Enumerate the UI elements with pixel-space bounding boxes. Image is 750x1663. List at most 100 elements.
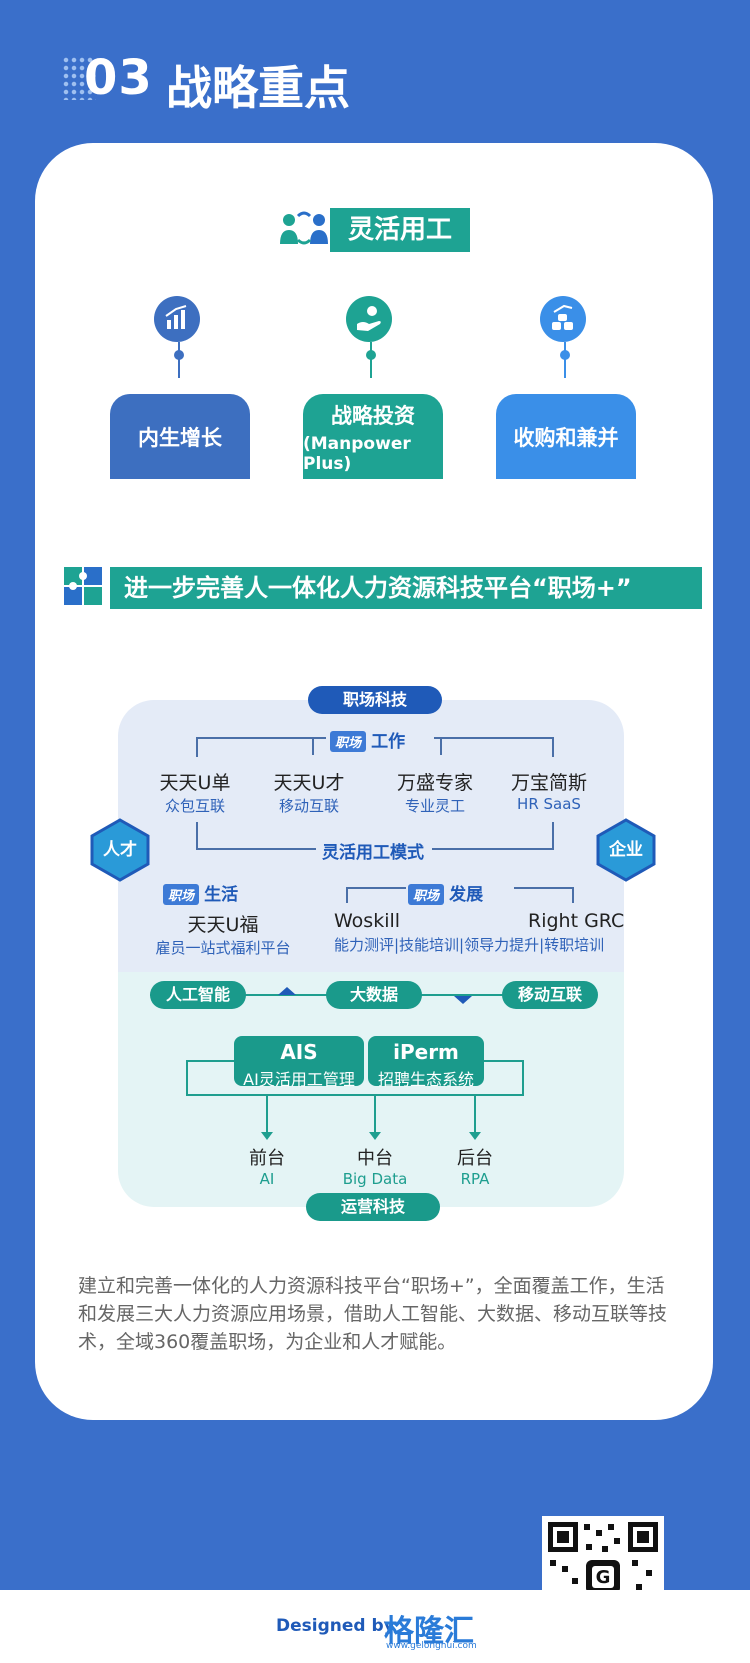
product-sub: 移动互联	[278, 797, 339, 815]
product-right-grc: Right GRC	[528, 910, 625, 932]
workplace-tag: 职场	[408, 884, 445, 905]
bracket-line	[196, 822, 198, 848]
connector	[370, 342, 372, 378]
platform-back: 后台 RPA	[435, 1144, 515, 1188]
footer	[0, 1590, 750, 1663]
operations-tech-pill: 运营科技	[306, 1193, 440, 1221]
enterprise-hexagon	[596, 818, 656, 882]
down-triangle	[454, 996, 472, 1004]
arrow-line	[266, 1096, 268, 1134]
platform-front: 前台 AI	[227, 1144, 307, 1188]
product-tiantian-udan: 天天U单 众包互联	[150, 768, 240, 816]
talent-hexagon	[90, 818, 150, 882]
header-dots	[62, 56, 96, 100]
system-bracket	[186, 1060, 188, 1096]
product-sub: HR SaaS	[517, 795, 581, 813]
product-name: 天天U单	[159, 772, 231, 794]
system-bracket	[484, 1060, 524, 1062]
tech-mobile-pill: 移动互联	[502, 981, 598, 1009]
platform-sub: AI	[259, 1170, 275, 1188]
bracket-line	[196, 737, 326, 739]
bracket-line	[432, 848, 554, 850]
section-number: 03	[84, 50, 153, 106]
develop-label: 职场 发展	[408, 880, 483, 905]
bracket-line	[514, 887, 574, 889]
up-triangle	[278, 987, 296, 995]
work-title: 工作	[371, 732, 406, 752]
workplace-tech-pill: 职场科技	[308, 686, 442, 714]
diagram-bottom-panel	[118, 972, 624, 1207]
investment-hand-icon	[346, 296, 392, 342]
system-sub: 招聘生态系统	[377, 1070, 474, 1089]
product-name: 万宝简斯	[510, 772, 587, 794]
flex-work-title: 灵活用工	[330, 208, 470, 252]
item-sublabel: (Manpower Plus)	[303, 433, 411, 474]
bracket-line	[346, 887, 406, 889]
platform-sub: RPA	[460, 1170, 490, 1188]
bracket-line	[196, 737, 198, 757]
bracket-line	[572, 887, 574, 903]
system-bracket	[522, 1060, 524, 1096]
flex-mode-label: 灵活用工模式	[322, 843, 424, 863]
product-woskill: Woskill	[334, 910, 401, 932]
summary-paragraph: 建立和完善一体化的人力资源科技平台“职场+”，全面覆盖工作，生活和发展三大人力资…	[78, 1275, 668, 1353]
connector	[178, 342, 180, 378]
develop-title: 发展	[449, 885, 484, 905]
system-bracket	[186, 1060, 234, 1062]
item-organic-growth: 内生增长	[110, 394, 250, 479]
bracket-line	[196, 848, 316, 850]
product-wanbao: 万宝简斯 HR SaaS	[504, 768, 594, 813]
workplace-tag: 职场	[163, 884, 200, 905]
arrow-down-icon	[369, 1132, 381, 1140]
growth-chart-icon	[154, 296, 200, 342]
bracket-line	[552, 737, 554, 757]
acquisition-coins-icon	[540, 296, 586, 342]
arrow-line	[374, 1096, 376, 1134]
product-tiantian-ucai: 天天U才 移动互联	[264, 768, 354, 816]
product-wansheng: 万盛专家 专业灵工	[390, 768, 480, 816]
bracket-line	[346, 887, 348, 903]
platform-name: 前台	[249, 1148, 285, 1169]
puzzle-icon	[64, 567, 102, 605]
system-bracket	[186, 1094, 524, 1096]
item-label: 收购和兼并	[513, 425, 619, 450]
workplace-tag: 职场	[330, 731, 367, 752]
connector	[564, 342, 566, 378]
system-ais: AIS AI灵活用工管理	[234, 1036, 364, 1089]
product-sub: 众包互联	[164, 797, 225, 815]
brand-logo: 格隆汇	[384, 1614, 474, 1649]
bracket-line	[552, 822, 554, 850]
arrow-down-icon	[469, 1132, 481, 1140]
item-label: 战略投资	[331, 403, 415, 428]
designed-by-label: Designed by	[276, 1616, 395, 1636]
product-tiantian-ufu: 天天U福 雇员一站式福利平台	[138, 910, 308, 958]
product-name: 万盛专家	[396, 772, 473, 794]
arrow-down-icon	[261, 1132, 273, 1140]
product-sub: 专业灵工	[404, 797, 465, 815]
system-iperm: iPerm 招聘生态系统	[368, 1036, 484, 1089]
talent-label: 人才	[103, 840, 137, 860]
life-label: 职场 生活	[163, 880, 238, 905]
platform-name: 中台	[357, 1148, 393, 1169]
platform-sub: Big Data	[342, 1170, 408, 1188]
tech-ai-pill: 人工智能	[150, 981, 246, 1009]
platform-middle: 中台 Big Data	[335, 1144, 415, 1188]
work-label: 职场 工作	[330, 727, 405, 752]
system-name: iPerm	[393, 1040, 459, 1064]
diagram-top-panel	[118, 700, 624, 972]
product-name: 天天U福	[187, 914, 259, 936]
system-sub: AI灵活用工管理	[243, 1070, 355, 1089]
bracket-line	[440, 737, 442, 755]
product-name: 天天U才	[273, 772, 345, 794]
product-sub: 雇员一站式福利平台	[155, 939, 291, 957]
svg-text:G: G	[596, 1567, 611, 1588]
develop-services: 能力测评|技能培训|领导力提升|转职培训	[334, 936, 605, 954]
enterprise-label: 企业	[609, 840, 643, 860]
connector-dot	[366, 350, 376, 360]
platform-title: 进一步完善人一体化人力资源科技平台“职场+”	[110, 567, 702, 609]
system-name: AIS	[280, 1040, 318, 1064]
connector-dot	[560, 350, 570, 360]
brand-url: www.gelonghui.com	[386, 1641, 477, 1651]
platform-name: 后台	[457, 1148, 493, 1169]
bracket-line	[434, 737, 554, 739]
